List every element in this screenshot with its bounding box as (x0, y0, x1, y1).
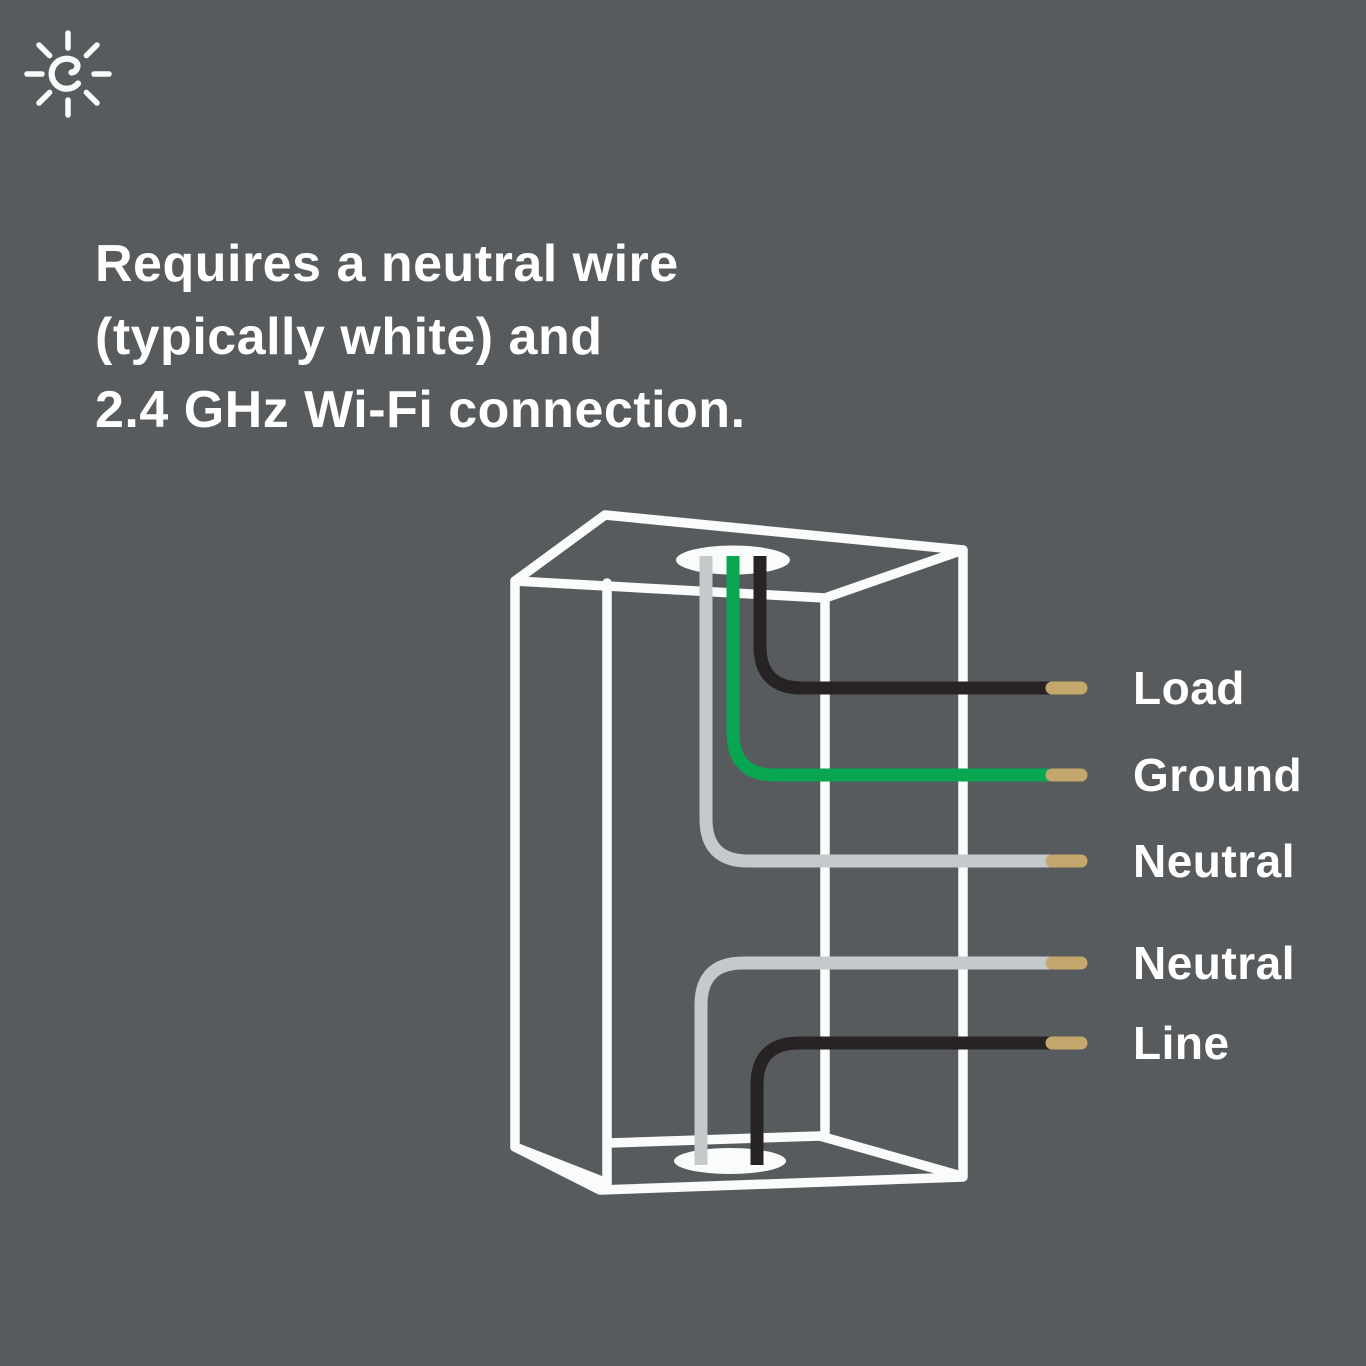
headline-line-1: Requires a neutral wire (95, 235, 679, 293)
wires (694, 556, 1050, 1165)
label-ground: Ground (1133, 749, 1302, 801)
logo-c-glyph (48, 55, 82, 92)
box-bottom-left-slant (510, 1142, 612, 1188)
box-bottom-face-edges (605, 1131, 966, 1181)
cync-sunburst-c-icon (24, 30, 112, 118)
logo-rays (24, 30, 112, 118)
label-neutral-top: Neutral (1133, 835, 1295, 887)
load-wire (753, 556, 1050, 695)
line-wire (750, 1036, 1050, 1165)
label-load: Load (1133, 662, 1245, 714)
wire-labels: Load Ground Neutral Neutral Line (1133, 662, 1302, 1069)
neutral-wire-bottom (694, 956, 1050, 1165)
headline-line-3: 2.4 GHz Wi-Fi connection. (95, 381, 746, 439)
copper-wire-tips (1045, 681, 1088, 1050)
label-neutral-bottom: Neutral (1133, 937, 1295, 989)
headline-line-2: (typically white) and (95, 308, 603, 366)
neutral-wire-top (699, 556, 1050, 868)
headline: Requires a neutral wire (typically white… (95, 228, 746, 447)
ground-wire (726, 556, 1050, 782)
bottom-cable-hole (674, 1148, 786, 1174)
label-line: Line (1133, 1017, 1230, 1069)
